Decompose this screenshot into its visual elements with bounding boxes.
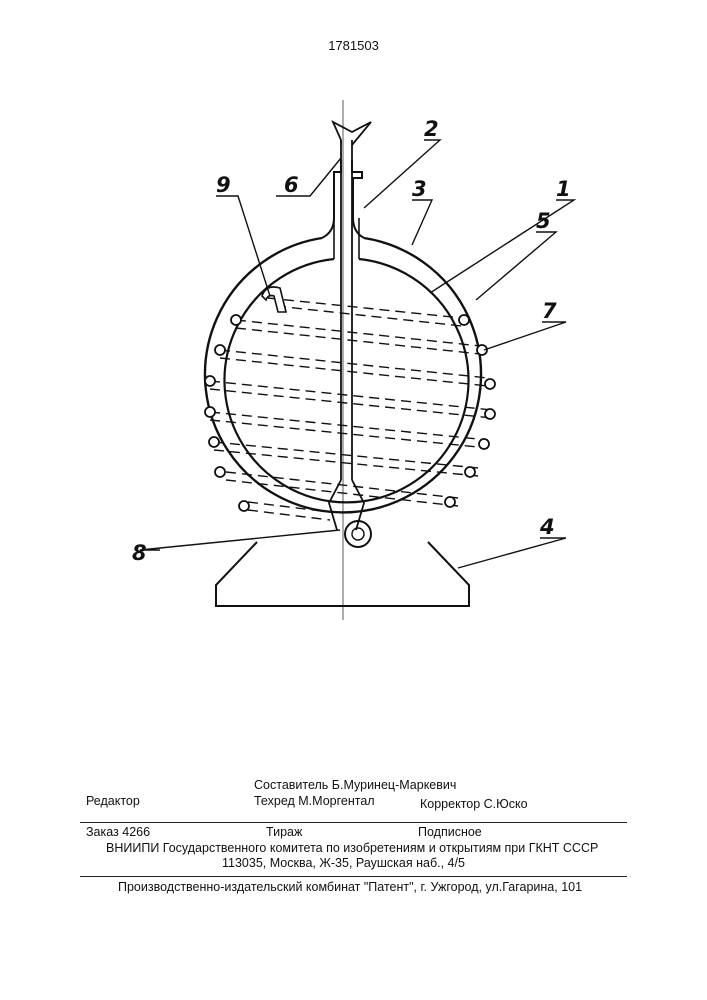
institute: ВНИИПИ Государственного комитета по изоб…: [106, 841, 598, 855]
label-5: 5: [536, 209, 551, 233]
divider-top: [80, 822, 627, 823]
technical-drawing: 2 3 1 5 7 9 6 4 8: [0, 0, 707, 700]
circulation: Тираж: [266, 825, 302, 839]
editor-label: Редактор: [86, 794, 140, 808]
label-9: 9: [216, 173, 231, 197]
label-4: 4: [539, 515, 555, 539]
label-7: 7: [542, 299, 557, 323]
label-6: 6: [284, 173, 299, 197]
neck-left: [322, 160, 341, 238]
compiler: Составитель Б.Муринец-Маркевич: [254, 778, 456, 792]
address: 113035, Москва, Ж-35, Раушская наб., 4/5: [222, 856, 465, 870]
heater-coil-turns: [210, 298, 492, 520]
coil-sections: [205, 315, 495, 511]
label-1: 1: [556, 177, 571, 201]
support-stand: [216, 542, 469, 606]
divider-bottom: [80, 876, 627, 877]
corrector: Корректор С.Юско: [420, 797, 528, 811]
subscription: Подписное: [418, 825, 482, 839]
techred: Техред М.Моргентал: [254, 794, 375, 808]
label-8: 8: [132, 541, 147, 565]
coil-end-hook: [262, 287, 286, 312]
label-3: 3: [412, 177, 427, 201]
leader-lines: [140, 140, 574, 568]
label-2: 2: [424, 117, 439, 141]
order-number: Заказ 4266: [86, 825, 150, 839]
neck-right: [352, 160, 364, 238]
publisher: Производственно-издательский комбинат "П…: [118, 880, 582, 894]
